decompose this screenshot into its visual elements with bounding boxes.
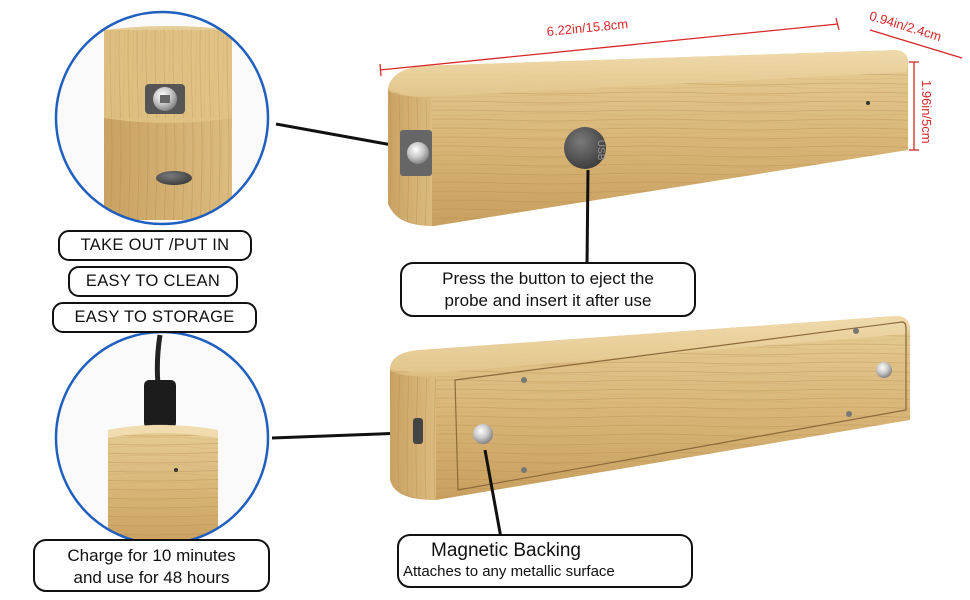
connector-line-top (275, 122, 393, 147)
feature-take-out: TAKE OUT /PUT IN (58, 230, 252, 261)
dimension-markers (379, 17, 963, 151)
magnet-disc (473, 424, 493, 444)
eject-note-line2: probe and insert it after use (444, 291, 652, 310)
magnet-note-title: Magnetic Backing (431, 540, 581, 561)
wooden-bar-front: USB (388, 50, 909, 226)
feature-easy-storage: EASY TO STORAGE (52, 302, 257, 333)
zoom-circle-bottom (54, 330, 270, 546)
connector-line-bottom (271, 431, 405, 440)
eject-button (564, 127, 606, 169)
connector-line-magnet (483, 449, 503, 539)
zoom-circle-top (54, 10, 270, 226)
charge-note-box: Charge for 10 minutes and use for 48 hou… (33, 539, 270, 592)
charge-note-line1: Charge for 10 minutes (67, 546, 236, 565)
eject-note-line1: Press the button to eject the (442, 269, 654, 288)
magnet-note-subtitle: Attaches to any metallic surface (403, 563, 615, 580)
height-dimension: 1.96in/5cm (919, 80, 934, 144)
connector-line-eject (585, 169, 590, 267)
charge-note-line2: and use for 48 hours (73, 568, 230, 587)
magnet-note-box: Magnetic Backing Attaches to any metalli… (397, 534, 693, 588)
button-label: USB (595, 140, 606, 161)
wooden-bar-back (390, 316, 910, 500)
eject-note-box: Press the button to eject the probe and … (400, 262, 696, 317)
feature-easy-clean: EASY TO CLEAN (68, 266, 238, 297)
